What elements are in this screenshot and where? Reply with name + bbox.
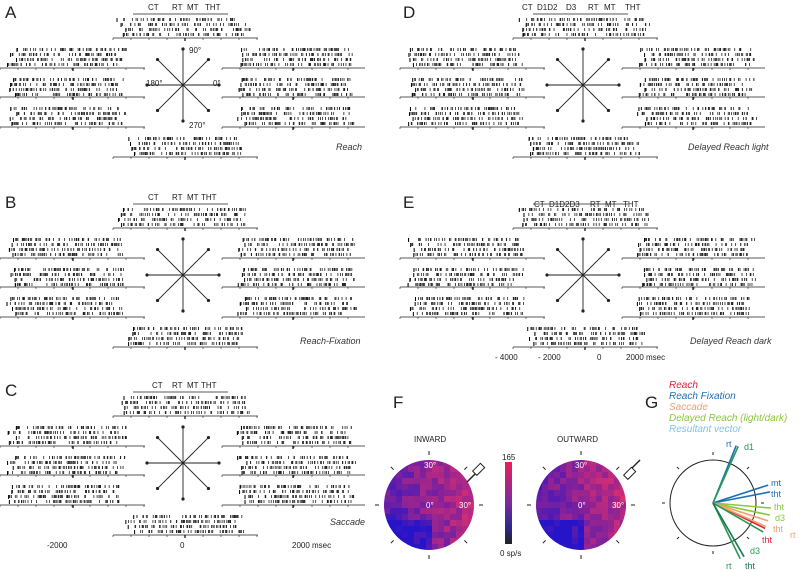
raster-block xyxy=(112,18,258,41)
raster-layer xyxy=(0,13,765,538)
arrowhead-icon xyxy=(217,83,221,87)
raster-block xyxy=(112,208,258,231)
direction-arrow xyxy=(157,274,184,301)
raster-block xyxy=(221,107,365,130)
direction-arrow xyxy=(182,274,209,301)
raster-block xyxy=(221,297,365,320)
raster-block xyxy=(0,78,145,100)
arrowhead-icon xyxy=(206,247,211,252)
raster-block xyxy=(0,297,145,320)
raster-block xyxy=(112,396,258,419)
arrowhead-icon xyxy=(181,237,185,241)
arrowhead-icon xyxy=(217,273,221,277)
arrowhead-icon xyxy=(155,108,160,113)
arrowhead-icon xyxy=(155,298,160,303)
raster-block xyxy=(221,426,365,449)
direction-arrow xyxy=(157,84,184,111)
raster-block xyxy=(112,137,258,160)
raster-block xyxy=(221,48,365,71)
raster-block xyxy=(112,327,258,350)
raster-block xyxy=(221,456,365,478)
raster-block xyxy=(0,426,145,449)
arrowhead-icon xyxy=(145,83,149,87)
arrowhead-icon xyxy=(206,298,211,303)
raster-block xyxy=(0,456,145,478)
raster-block xyxy=(0,48,145,71)
arrowhead-icon xyxy=(181,47,185,51)
raster-block xyxy=(0,107,145,130)
direction-arrow xyxy=(182,249,209,276)
arrowhead-icon xyxy=(155,247,160,252)
arrowhead-icon xyxy=(181,119,185,123)
arrowhead-icon xyxy=(155,57,160,62)
raster-block xyxy=(0,238,145,261)
raster-block xyxy=(221,238,365,261)
direction-arrow xyxy=(182,84,209,111)
raster-block xyxy=(0,485,145,508)
direction-arrow xyxy=(157,59,184,86)
raster-block xyxy=(221,268,365,290)
raster-block xyxy=(0,268,145,290)
arrowhead-icon xyxy=(206,108,211,113)
arrowhead-icon xyxy=(145,273,149,277)
arrowhead-icon xyxy=(206,57,211,62)
direction-arrow xyxy=(182,59,209,86)
direction-arrow xyxy=(157,249,184,276)
raster-block xyxy=(221,78,365,100)
arrowhead-icon xyxy=(181,309,185,313)
